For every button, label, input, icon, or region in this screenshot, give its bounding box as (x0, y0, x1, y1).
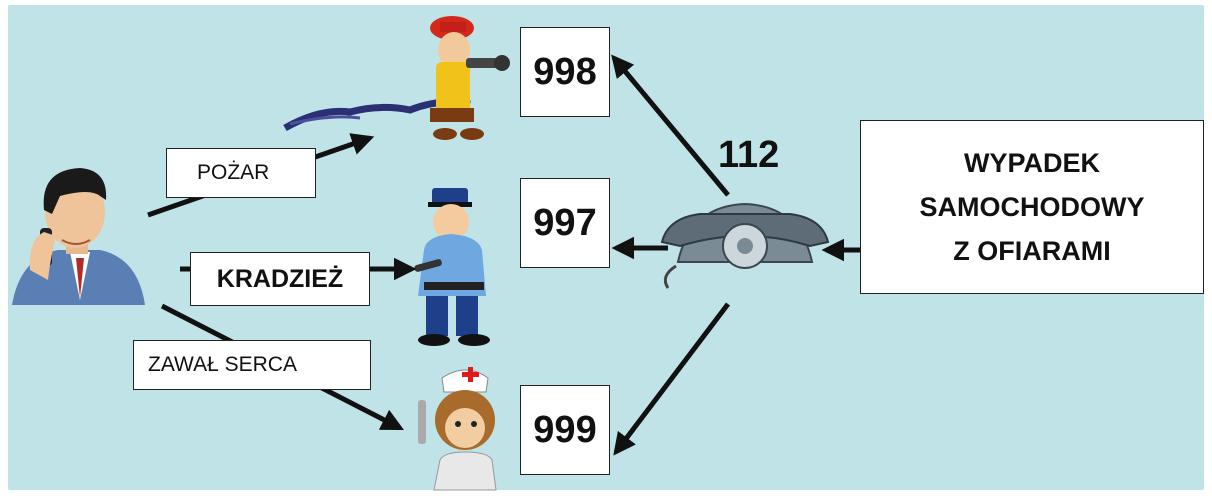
police-number: 997 (533, 201, 597, 244)
fire-number: 998 (533, 50, 597, 93)
rotary-phone-icon (660, 202, 830, 289)
caller-man-icon (12, 168, 145, 305)
fire-label: POŻAR (197, 161, 270, 184)
theft-label: KRADZIEŻ (216, 264, 344, 293)
accident-line-3: Z OFIARAMI (953, 236, 1111, 266)
nurse-icon (418, 367, 497, 491)
policeman-icon (414, 188, 490, 346)
accident-line-1: WYPADEK (963, 148, 1100, 178)
fire-label-box: POŻAR (166, 148, 316, 198)
arrow-phone-to-998 (611, 54, 730, 197)
firefighter-icon (283, 16, 510, 140)
theft-label-box: KRADZIEŻ (190, 252, 370, 306)
heart-attack-label: ZAWAŁ SERCA (148, 353, 297, 376)
heart-attack-label-box: ZAWAŁ SERCA (133, 340, 371, 390)
emergency-number: 112 (718, 134, 780, 176)
fire-number-box: 998 (520, 27, 610, 117)
arrow-phone-to-999 (613, 302, 730, 456)
accident-box: WYPADEK SAMOCHODOWY Z OFIARAMI (860, 120, 1204, 294)
ambulance-number-box: 999 (520, 385, 610, 475)
police-number-box: 997 (520, 178, 610, 268)
accident-line-2: SAMOCHODOWY (919, 192, 1145, 222)
ambulance-number: 999 (533, 408, 597, 451)
